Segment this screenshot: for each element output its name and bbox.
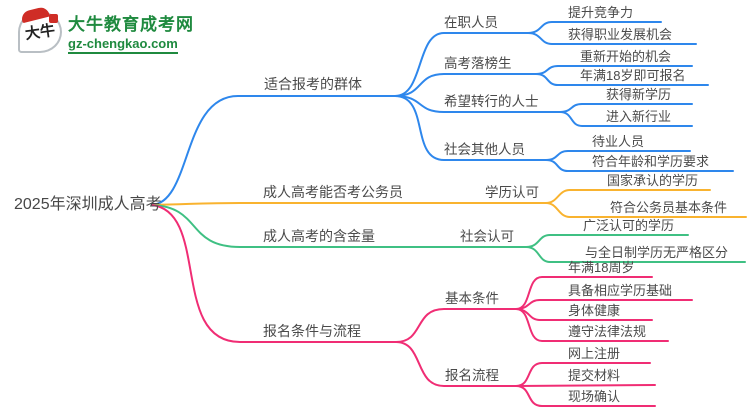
leaf-fresh-start: 重新开始的机会 <box>580 49 672 64</box>
leaf-boost-competitiveness: 提升竞争力 <box>568 5 634 20</box>
node-other-social-people: 社会其他人员 <box>444 142 525 157</box>
node-career-changers: 希望转行的人士 <box>444 94 539 109</box>
branch-lines-suitable-groups <box>151 21 734 206</box>
leaf-age-education-req: 符合年龄和学历要求 <box>592 154 710 169</box>
node-social-recognition: 社会认可 <box>460 229 514 244</box>
logo-domain-url: gz-chengkao.com <box>68 36 178 54</box>
node-employed-people: 在职人员 <box>444 15 498 30</box>
logo-bubble-icon: 大牛 <box>18 5 62 53</box>
leaf-career-opportunities: 获得职业发展机会 <box>568 27 673 42</box>
branch-lines-gold-content <box>151 204 746 263</box>
root-node: 2025年深圳成人高考 <box>14 196 162 213</box>
leaf-civil-service-basic: 符合公务员基本条件 <box>610 200 728 215</box>
branch-civil-service-eligibility: 成人高考能否考公务员 <box>263 184 403 200</box>
leaf-state-recognized: 国家承认的学历 <box>607 173 699 188</box>
leaf-education-foundation: 具备相应学历基础 <box>568 283 673 298</box>
node-registration-process: 报名流程 <box>445 368 499 383</box>
logo-brand-name: 大牛教育成考网 <box>68 15 194 34</box>
node-basic-conditions: 基本条件 <box>445 291 499 306</box>
leaf-age-18: 年满18周岁 <box>568 260 635 275</box>
leaf-online-registration: 网上注册 <box>568 346 621 361</box>
leaf-good-health: 身体健康 <box>568 303 621 318</box>
branch-suitable-groups: 适合报考的群体 <box>264 76 362 92</box>
leaf-submit-materials: 提交材料 <box>568 368 621 383</box>
branch-gold-content: 成人高考的含金量 <box>263 228 375 244</box>
leaf-age-18-register: 年满18岁即可报名 <box>580 68 686 83</box>
leaf-no-strict-distinction: 与全日制学历无严格区分 <box>585 245 729 260</box>
logo-characters: 大牛 <box>24 23 57 44</box>
node-gaokao-failed: 高考落榜生 <box>444 56 512 71</box>
branch-lines-civil-service <box>151 189 747 218</box>
leaf-new-degree: 获得新学历 <box>606 87 672 102</box>
node-degree-recognition: 学历认可 <box>485 185 539 200</box>
leaf-unemployed: 待业人员 <box>592 134 645 149</box>
branch-lines-registration <box>151 204 693 407</box>
leaf-widely-recognized: 广泛认可的学历 <box>583 218 675 233</box>
leaf-law-abiding: 遵守法律法规 <box>568 324 647 339</box>
site-logo: 大牛 大牛教育成考网 gz-chengkao.com <box>18 5 194 54</box>
branch-registration: 报名条件与流程 <box>263 323 361 339</box>
leaf-new-industry: 进入新行业 <box>606 109 672 124</box>
logo-red-seal-icon <box>49 13 58 23</box>
logo-text: 大牛教育成考网 gz-chengkao.com <box>68 10 194 54</box>
leaf-onsite-confirmation: 现场确认 <box>568 389 621 404</box>
